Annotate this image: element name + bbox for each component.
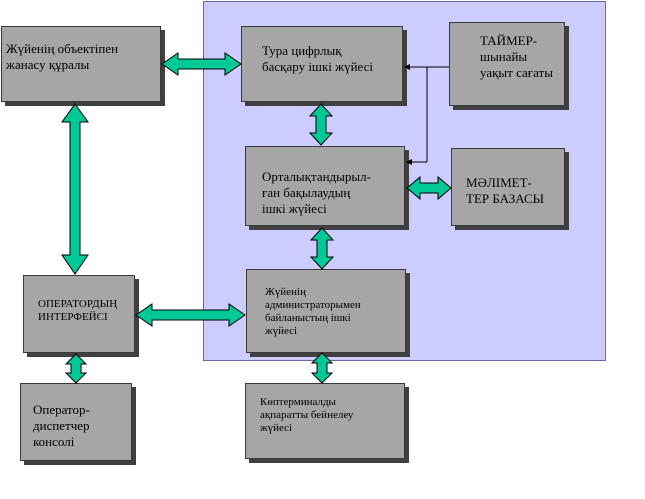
database-label: МӘЛІМЕТ- ТЕР БАЗАСЫ — [466, 175, 544, 206]
centralized-control-label: Орталықтандырыл- ған бақылаудың ішкі жүй… — [262, 169, 371, 216]
centralized-control-box: Орталықтандырыл- ған бақылаудың ішкі жүй… — [245, 146, 405, 226]
operator-interface-box: ОПЕРАТОРДЫҢ ИНТЕРФЕЙСІ — [23, 275, 135, 353]
operator-interface-label: ОПЕРАТОРДЫҢ ИНТЕРФЕЙСІ — [38, 298, 118, 323]
arrow-operator-interface-admin-link — [135, 303, 246, 327]
arrow-admin-link-multi-terminal — [310, 352, 334, 384]
multi-terminal-label: Көптерминалды ақпаратты бейнелеу жүйесі — [260, 396, 354, 434]
direct-control-box: Тура цифрлық басқару ішкі жүйесі — [241, 26, 403, 102]
object-contact-box: Жүйенің объектіпен жанасу құралы — [1, 26, 161, 102]
arrow-contact-operator-interface — [61, 103, 89, 275]
admin-link-label: Жүйенің администраторымен байланыстың іш… — [265, 286, 361, 337]
database-box: МӘЛІМЕТ- ТЕР БАЗАСЫ — [451, 148, 565, 226]
timer-label: ТАЙМЕР- шынайы уақыт сағаты — [480, 33, 553, 80]
arrow-operator-interface-console — [64, 353, 88, 384]
multi-terminal-box: Көптерминалды ақпаратты бейнелеу жүйесі — [245, 383, 405, 459]
admin-link-box: Жүйенің администраторымен байланыстың іш… — [246, 269, 406, 353]
arrow-centralized-database — [406, 175, 452, 201]
arrow-direct-control-centralized — [308, 103, 334, 146]
arrow-centralized-admin-link — [309, 227, 335, 270]
timer-box: ТАЙМЕР- шынайы уақыт сағаты — [449, 22, 565, 106]
operator-console-label: Оператор- диспетчер консолі — [33, 402, 90, 449]
operator-console-box: Оператор- диспетчер консолі — [20, 383, 132, 461]
direct-control-label: Тура цифрлық басқару ішкі жүйесі — [262, 43, 374, 74]
object-contact-label: Жүйенің объектіпен жанасу құралы — [6, 41, 119, 72]
arrow-contact-direct-control — [161, 52, 242, 76]
